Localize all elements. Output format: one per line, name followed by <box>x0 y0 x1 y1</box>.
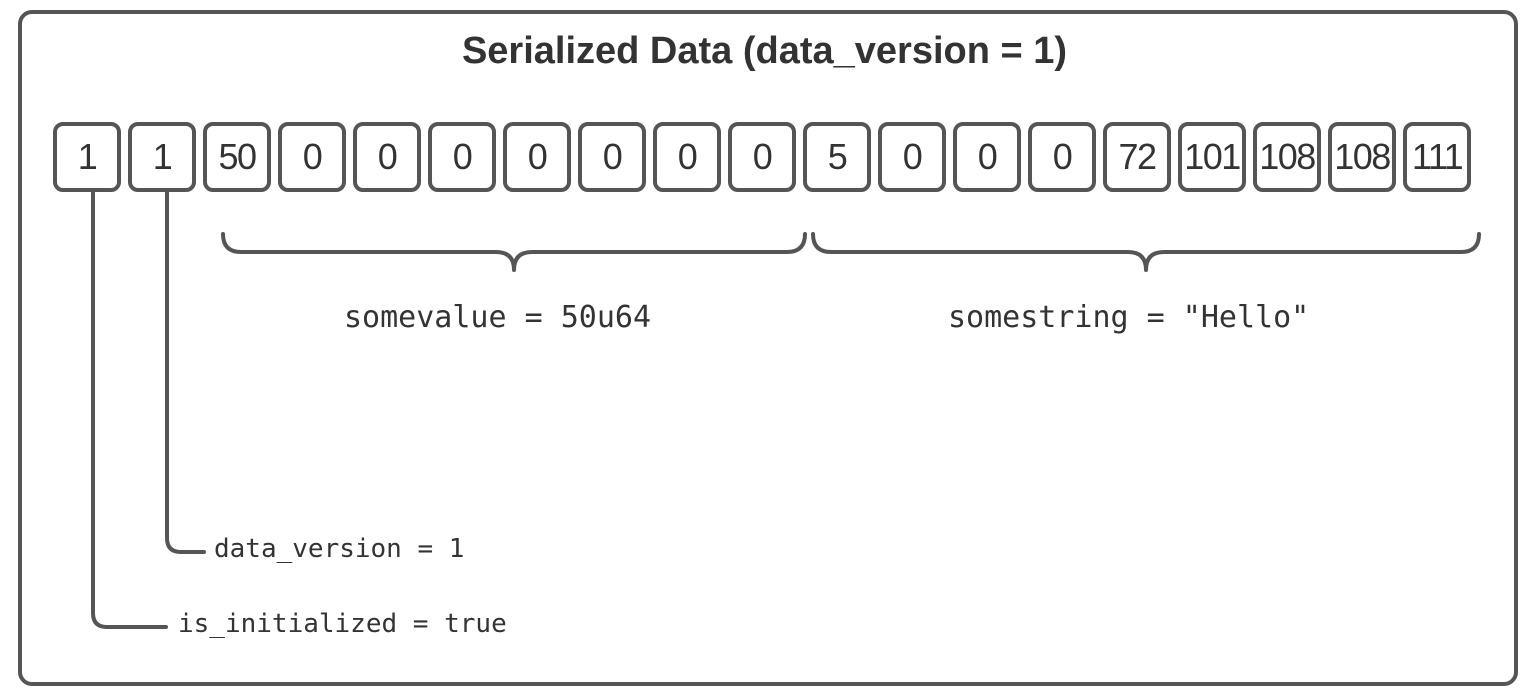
byte-cell-17: 108 <box>1328 122 1396 192</box>
diagram-title: Serialized Data (data_version = 1) <box>461 30 1068 72</box>
somestring-brace <box>811 232 1481 272</box>
byte-cell-4: 0 <box>353 122 421 192</box>
byte-cell-13: 0 <box>1028 122 1096 192</box>
data-version-leader <box>165 190 206 554</box>
byte-cell-8: 0 <box>653 122 721 192</box>
somestring-label: somestring = "Hello" <box>948 300 1310 335</box>
byte-cell-10: 5 <box>803 122 871 192</box>
byte-cell-5: 0 <box>428 122 496 192</box>
byte-cell-0: 1 <box>53 122 121 192</box>
byte-cell-2: 50 <box>203 122 271 192</box>
is-initialized-label: is_initialized = true <box>178 609 507 639</box>
byte-cell-14: 72 <box>1103 122 1171 192</box>
is-initialized-leader <box>91 190 168 629</box>
byte-cell-6: 0 <box>503 122 571 192</box>
byte-cell-1: 1 <box>128 122 196 192</box>
somevalue-label: somevalue = 50u64 <box>344 300 652 335</box>
data-version-label: data_version = 1 <box>214 534 465 564</box>
byte-cell-16: 108 <box>1253 122 1321 192</box>
byte-cell-15: 101 <box>1178 122 1246 192</box>
somevalue-brace <box>221 232 807 272</box>
byte-cell-3: 0 <box>278 122 346 192</box>
byte-cell-12: 0 <box>953 122 1021 192</box>
byte-cell-7: 0 <box>578 122 646 192</box>
byte-cell-11: 0 <box>878 122 946 192</box>
byte-cell-18: 111 <box>1403 122 1471 192</box>
byte-cell-9: 0 <box>728 122 796 192</box>
